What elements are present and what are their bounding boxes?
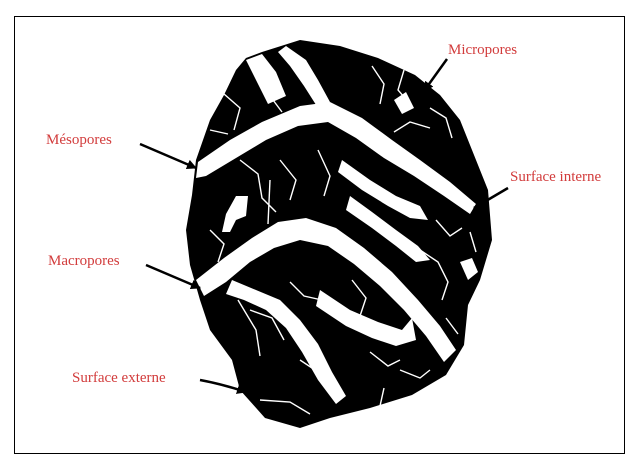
label-micropores: Micropores — [448, 43, 517, 58]
arrow-mesopores — [140, 144, 196, 168]
label-surface-externe: Surface externe — [72, 371, 166, 386]
label-surface-interne: Surface interne — [510, 170, 601, 185]
arrow-micropores — [424, 59, 447, 91]
label-mesopores: Mésopores — [46, 133, 112, 148]
label-macropores: Macropores — [48, 254, 120, 269]
